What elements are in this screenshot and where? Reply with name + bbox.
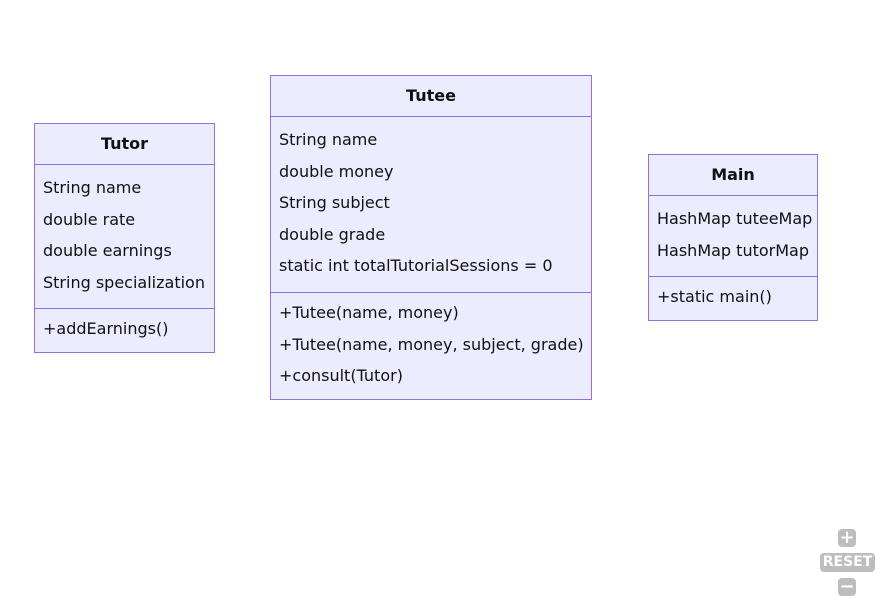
class-main: Main HashMap tuteeMap HashMap tutorMap +… [648,154,818,321]
class-tutee: Tutee String name double money String su… [270,75,592,400]
class-attribute: static int totalTutorialSessions = 0 [279,256,553,276]
class-method: +addEarnings() [43,319,169,338]
class-attribute: HashMap tutorMap [657,240,809,260]
class-attribute: double money [279,161,394,181]
class-method: +Tutee(name, money) [279,303,459,322]
class-attribute: String specialization [43,272,205,292]
class-attribute: double grade [279,224,386,244]
class-attribute: String name [279,130,378,149]
class-method: +Tutee(name, money, subject, grade) [279,334,584,354]
zoom-out-button[interactable]: − [838,576,856,597]
class-methods: +Tutee(name, money) +Tutee(name, money, … [271,293,591,395]
class-method: +consult(Tutor) [279,366,403,385]
class-attribute: double rate [43,209,136,229]
class-title: Tutor [35,124,214,165]
class-attribute: HashMap tuteeMap [657,209,813,228]
class-title: Main [649,155,817,196]
class-method: +static main() [657,287,772,306]
reset-zoom-button[interactable]: RESET [820,553,875,572]
class-methods: +static main() [649,277,817,316]
class-attribute: String subject [279,193,390,213]
class-attributes: HashMap tuteeMap HashMap tutorMap [649,196,817,277]
class-attribute: String name [43,178,142,197]
class-tutor: Tutor String name double rate double ear… [34,123,215,353]
class-title: Tutee [271,76,591,117]
class-methods: +addEarnings() [35,309,214,348]
class-attribute: double earnings [43,241,172,261]
class-attributes: String name double money String subject … [271,117,591,293]
zoom-in-button[interactable]: + [838,527,856,548]
class-attributes: String name double rate double earnings … [35,165,214,309]
